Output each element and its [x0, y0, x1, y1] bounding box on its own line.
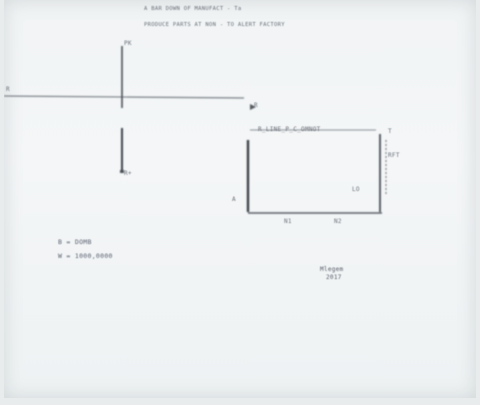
- frame-right-dim-label: LO: [352, 186, 360, 193]
- paper-sheet: A BAR DOWN OF MANUFACT - Ta PRODUCE PART…: [4, 0, 476, 398]
- top-marker-label: PK: [124, 40, 132, 47]
- legend-line-2: W = 1000,0000: [58, 252, 113, 260]
- frame-right-top-label: T: [388, 128, 392, 135]
- frame-top-right-point-label: R: [254, 102, 258, 109]
- frame-left-bottom-label: A: [232, 196, 236, 203]
- frame-bottom-right-label: N2: [334, 218, 342, 225]
- legend-line-1: B = DOMB: [58, 238, 92, 246]
- reference-line: [4, 95, 245, 99]
- header-line-1: A BAR DOWN OF MANUFACT - Ta: [144, 6, 242, 12]
- frame-bottom-left-label: N1: [284, 218, 292, 225]
- arrow-marker: [250, 104, 256, 110]
- axis-bottom-label: R+: [124, 170, 132, 177]
- sketch-drawing: [4, 46, 387, 214]
- frame-top-label: R_LINE_P_C_OMNOT: [258, 126, 321, 133]
- axis-end-marker: [120, 170, 124, 173]
- header-line-2: PRODUCE PARTS AT NON - TO ALERT FACTORY: [144, 22, 285, 28]
- stamp-line-1: Mlegem: [320, 266, 344, 273]
- left-edge-label: R: [6, 86, 10, 93]
- stamp-line-2: 2017: [326, 274, 342, 281]
- frame-right-mid-label: RFT: [388, 152, 400, 159]
